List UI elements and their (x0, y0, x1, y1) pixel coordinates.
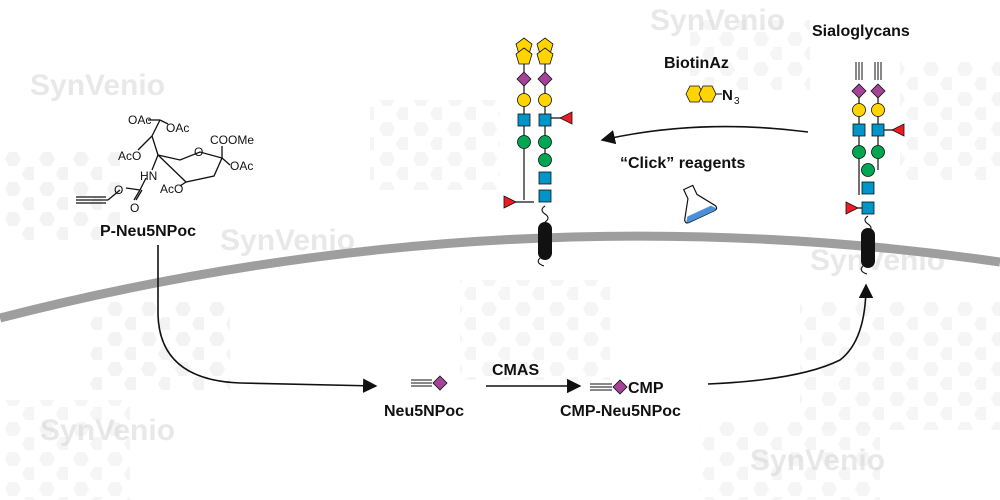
click-reaction-arrow (600, 125, 809, 145)
mannose-circle (852, 145, 866, 159)
mannose-circle (861, 163, 875, 177)
flask-icon (682, 184, 718, 224)
biotin-azide-icon (685, 85, 722, 103)
sialic-acid-diamond (612, 379, 628, 395)
sialic-acid-diamond (870, 83, 886, 99)
watermarks: SynVenio SynVenio SynVenio SynVenio SynV… (30, 4, 945, 477)
mannose-circle (517, 135, 531, 149)
sialic-acid-diamond (537, 71, 553, 87)
labeled-glycan-structure (503, 37, 573, 267)
biotin-pentagon (536, 47, 554, 65)
biotinaz-label: BiotinAz (664, 55, 729, 72)
atom-label: O (194, 145, 203, 159)
glcnac-square (871, 123, 885, 137)
glcnac-square (538, 189, 552, 203)
mannose-circle (871, 145, 885, 159)
azide-subscript: 3 (734, 96, 740, 107)
cmp-label: CMP (628, 380, 664, 397)
galactose-circle (871, 103, 885, 117)
sialoglycans-label: Sialoglycans (812, 23, 910, 40)
watermark-text: SynVenio (650, 4, 785, 37)
fucose-triangle (891, 123, 905, 137)
watermark-text: SynVenio (750, 444, 885, 477)
atom-label: HN (140, 169, 157, 183)
glcnac-square (517, 113, 531, 127)
p-neu5npoc-structure (76, 119, 231, 204)
mannose-circle (538, 153, 552, 167)
mannose-circle (538, 135, 552, 149)
watermark-text: SynVenio (40, 414, 175, 447)
membrane-anchor (861, 228, 875, 268)
galactose-circle (852, 103, 866, 117)
sialic-acid-diamond (432, 375, 448, 391)
azide-label: N (722, 87, 733, 104)
galactose-circle (517, 93, 531, 107)
galactose-circle (538, 93, 552, 107)
cmp-neu5npoc-label: CMP-Neu5NPoc (560, 403, 681, 420)
glcnac-square (861, 181, 875, 195)
membrane-anchor (538, 222, 552, 260)
sialic-acid-diamond (851, 83, 867, 99)
cmp-neu5npoc-symbol (590, 379, 628, 395)
atom-label: O (130, 201, 139, 215)
cmas-label: CMAS (492, 362, 539, 379)
atom-label: AcO (160, 182, 183, 196)
sialic-acid-diamond (516, 71, 532, 87)
sialoglycan-structure (845, 62, 905, 275)
atom-label: OAc (230, 159, 253, 173)
p-neu5npoc-atoms: OAc OAc AcO COOMe OAc O HN AcO O O (114, 113, 254, 215)
glcnac-square (538, 171, 552, 185)
glcnac-square (852, 123, 866, 137)
fucose-triangle (845, 201, 859, 215)
watermark-text: SynVenio (30, 69, 165, 102)
glcnac-square (538, 113, 552, 127)
atom-label: COOMe (210, 133, 254, 147)
p-neu5npoc-label: P-Neu5NPoc (100, 223, 196, 240)
cell-membrane (0, 231, 1000, 323)
fucose-triangle (503, 195, 517, 209)
background-hexagons (0, 20, 1000, 500)
fucose-triangle (559, 111, 573, 125)
neu5npoc-symbol (411, 375, 448, 391)
atom-label: OAc (166, 121, 189, 135)
surface-transport-arrow (707, 283, 874, 385)
glcnac-square (861, 201, 875, 215)
atom-label: O (114, 183, 123, 197)
neu5npoc-label: Neu5NPoc (384, 403, 464, 420)
click-reagents-label: “Click” reagents (620, 155, 745, 172)
atom-label: OAc (128, 113, 151, 127)
atom-label: AcO (118, 149, 141, 163)
biotin-pentagon (515, 47, 533, 65)
uptake-arrow (157, 245, 378, 393)
